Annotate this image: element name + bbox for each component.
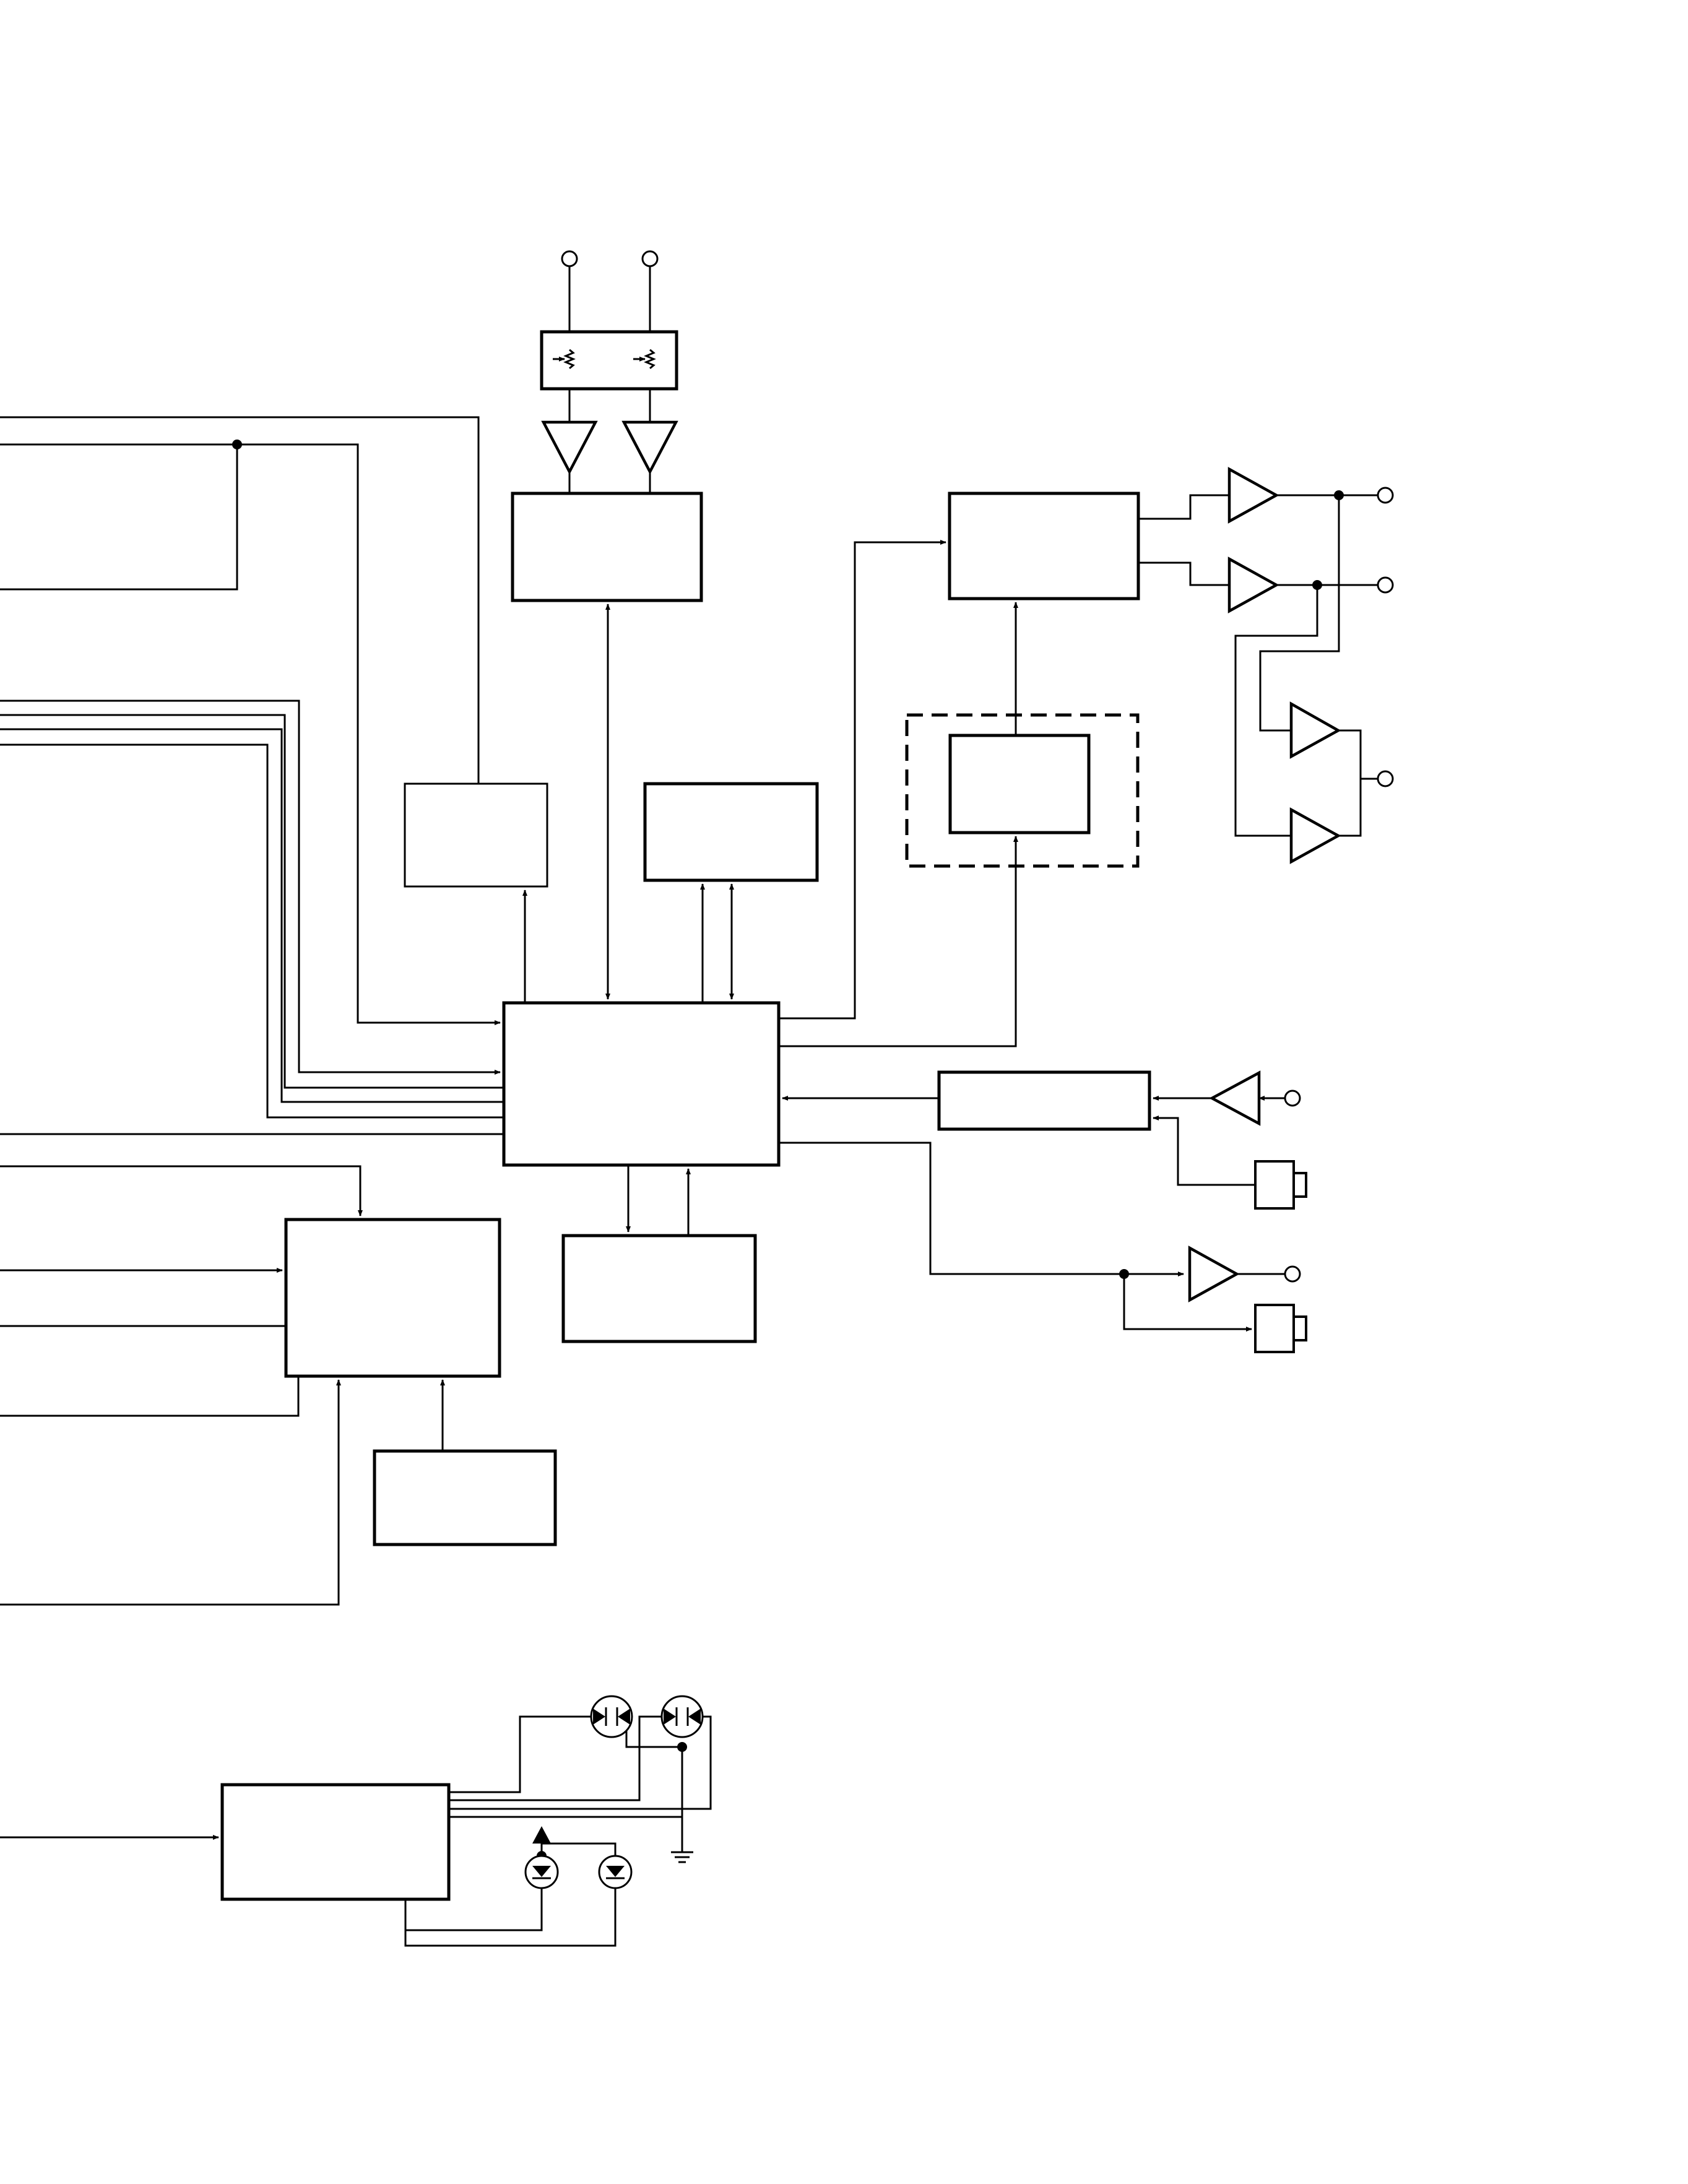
speaker-amp-1 <box>1289 701 1341 759</box>
wires <box>0 416 1378 1947</box>
main-controller-block <box>502 1001 781 1167</box>
sub-block-below-controller <box>561 1234 757 1343</box>
led-driver-block <box>220 1783 451 1901</box>
receiver-block <box>937 1070 1151 1131</box>
output-dac-block <box>948 492 1140 600</box>
clock-block <box>373 1449 557 1546</box>
led-icon-1 <box>524 1855 559 1889</box>
headphone-amp <box>1188 1246 1240 1302</box>
bicolor-led-icon-2 <box>660 1695 704 1738</box>
output-terminal-1 <box>1377 487 1394 504</box>
input-terminal-right <box>1284 1090 1301 1107</box>
line-out-amp-1 <box>1227 467 1279 524</box>
amp-triangle-down-2 <box>621 420 678 475</box>
output-terminal-2 <box>1377 576 1394 594</box>
potentiometer-icon <box>553 349 656 370</box>
amp-triangle-down-1 <box>541 420 598 475</box>
top-input-section <box>540 250 678 493</box>
power-control-block <box>284 1218 501 1378</box>
dual-volume-pot-block <box>540 330 678 391</box>
line-out-amp-2 <box>1227 557 1279 613</box>
memory-block <box>643 782 819 882</box>
terminals <box>1284 487 1394 1283</box>
bicolor-led-icon-1 <box>590 1695 633 1738</box>
headphone-terminal <box>1284 1265 1301 1283</box>
speaker-amp-2 <box>1289 807 1341 864</box>
jack-icon-2 <box>1254 1304 1307 1353</box>
jack-icon-1 <box>1254 1160 1307 1210</box>
led-icon-2 <box>598 1855 633 1889</box>
power-supply-arrow-icon <box>532 1826 551 1844</box>
ground-icon <box>671 1851 693 1863</box>
input-terminal-2 <box>641 250 659 267</box>
input-amp-left-facing <box>1209 1070 1261 1126</box>
input-processor-block <box>511 492 703 602</box>
input-terminal-1 <box>561 250 578 267</box>
shielded-module-block <box>948 734 1091 834</box>
shielded-module-outline <box>905 713 1140 868</box>
speaker-terminal <box>1377 770 1394 787</box>
small-block-left <box>404 782 548 888</box>
